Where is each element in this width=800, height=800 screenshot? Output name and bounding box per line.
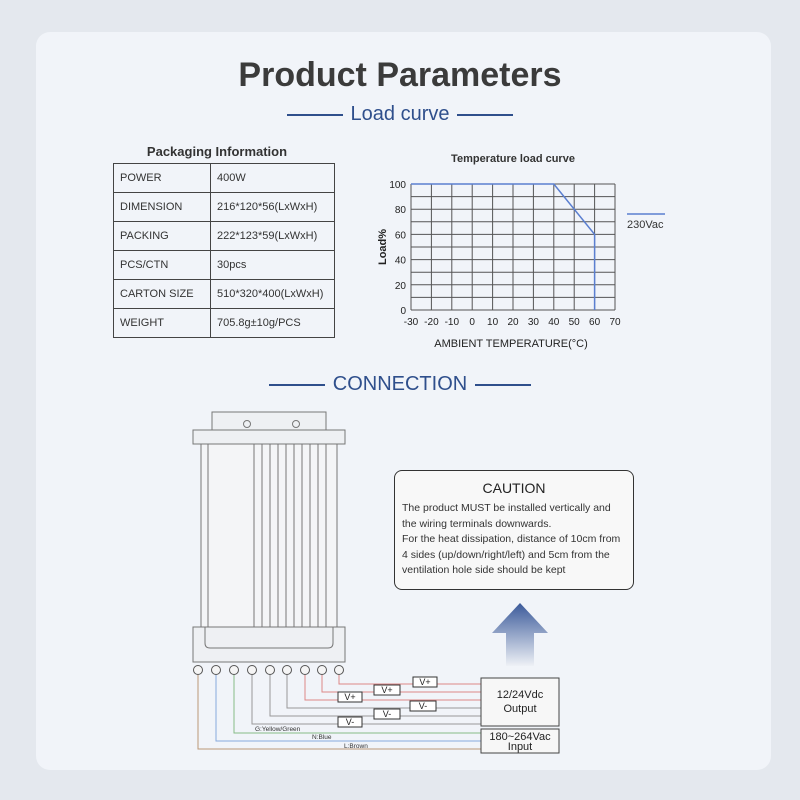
output-box [480, 677, 560, 727]
y-tick-label: 40 [395, 256, 407, 267]
param-name: WEIGHT [113, 308, 211, 338]
caution-line: The product MUST be installed vertically… [402, 502, 611, 514]
terminal-label-box [337, 691, 363, 703]
x-tick-label: 0 [469, 317, 475, 328]
heading-rule-left [286, 113, 343, 116]
caution-box: CAUTION The product MUST be installed ve… [394, 470, 634, 590]
terminal-label: V+ [419, 677, 430, 687]
input-box-label: Input [508, 741, 532, 753]
terminal-label: V+ [344, 692, 355, 702]
load-curve-line [411, 183, 596, 310]
x-tick-label: 50 [569, 317, 581, 328]
terminal-label-box [412, 676, 438, 688]
y-tick-label: 60 [395, 230, 407, 241]
x-tick-label: 20 [507, 317, 519, 328]
load-curve-heading-text: Load curve [350, 103, 450, 125]
y-tick-label: 0 [400, 306, 406, 317]
chart-title: Temperature load curve [451, 153, 575, 165]
terminal-label: V+ [381, 685, 392, 695]
output-wires [251, 675, 481, 725]
output-box-label: 12/24Vdc [497, 689, 544, 701]
terminal-label: V- [419, 701, 428, 711]
up-arrow-icon [492, 603, 548, 666]
terminal-label: V- [383, 709, 392, 719]
x-tick-label: -10 [445, 317, 460, 328]
caution-title: CAUTION [482, 480, 546, 496]
wire-label-neutral: N:Blue [312, 734, 332, 741]
y-tick-label: 80 [395, 205, 407, 216]
terminal-label-box [373, 708, 401, 720]
param-value: 705.8g±10g/PCS [210, 308, 335, 338]
x-tick-label: 30 [528, 317, 540, 328]
param-name: PACKING [113, 221, 211, 251]
x-tick-label: 60 [589, 317, 601, 328]
caution-line: For the heat dissipation, distance of 10… [402, 533, 621, 545]
terminal-label: V- [346, 717, 355, 727]
terminal-label-box [337, 716, 363, 728]
caution-line: 4 sides (up/down/right/left) and 5cm fro… [402, 548, 610, 561]
caution-line: the wiring terminals downwards. [402, 517, 552, 530]
param-value: 30pcs [210, 250, 335, 280]
x-tick-label: 70 [609, 317, 621, 328]
y-tick-label: 100 [389, 180, 406, 191]
connection-heading-text: CONNECTION [332, 373, 468, 395]
input-wires [197, 675, 481, 750]
input-box [480, 728, 560, 754]
power-supply-unit [192, 411, 346, 663]
output-box-label: Output [503, 703, 536, 715]
terminal-block [193, 665, 344, 675]
load-curve-heading: Load curve [0, 103, 800, 126]
terminal-label-box [409, 700, 437, 712]
x-tick-label: 10 [487, 317, 499, 328]
x-tick-label: -20 [424, 317, 439, 328]
heading-rule-right [475, 383, 532, 386]
param-value: 400W [210, 163, 335, 193]
heading-rule-left [268, 383, 325, 386]
caution-line: ventilation hole side should be kept [402, 564, 566, 576]
content-card [36, 32, 771, 770]
y-tick-label: 20 [395, 281, 407, 292]
y-axis-label: Load% [377, 229, 389, 265]
param-name: CARTON SIZE [113, 279, 211, 309]
heading-rule-right [457, 113, 514, 116]
wire-label-ground: G:Yellow/Green [255, 726, 301, 733]
input-box-label: 180~264Vac [489, 731, 551, 743]
terminal-label-box [373, 684, 401, 696]
param-name: POWER [113, 163, 211, 193]
legend-label: 230Vac [627, 219, 664, 231]
wire-label-live: L:Brown [344, 743, 368, 750]
caution-text: The product MUST be installed vertically… [395, 496, 633, 579]
x-tick-label: -30 [404, 317, 419, 328]
packaging-title: Packaging Information [146, 144, 288, 159]
page-title: Product Parameters [238, 56, 562, 94]
connection-heading: CONNECTION [0, 373, 800, 396]
x-axis-label: AMBIENT TEMPERATURE(°C) [434, 338, 588, 350]
x-tick-label: 40 [548, 317, 560, 328]
